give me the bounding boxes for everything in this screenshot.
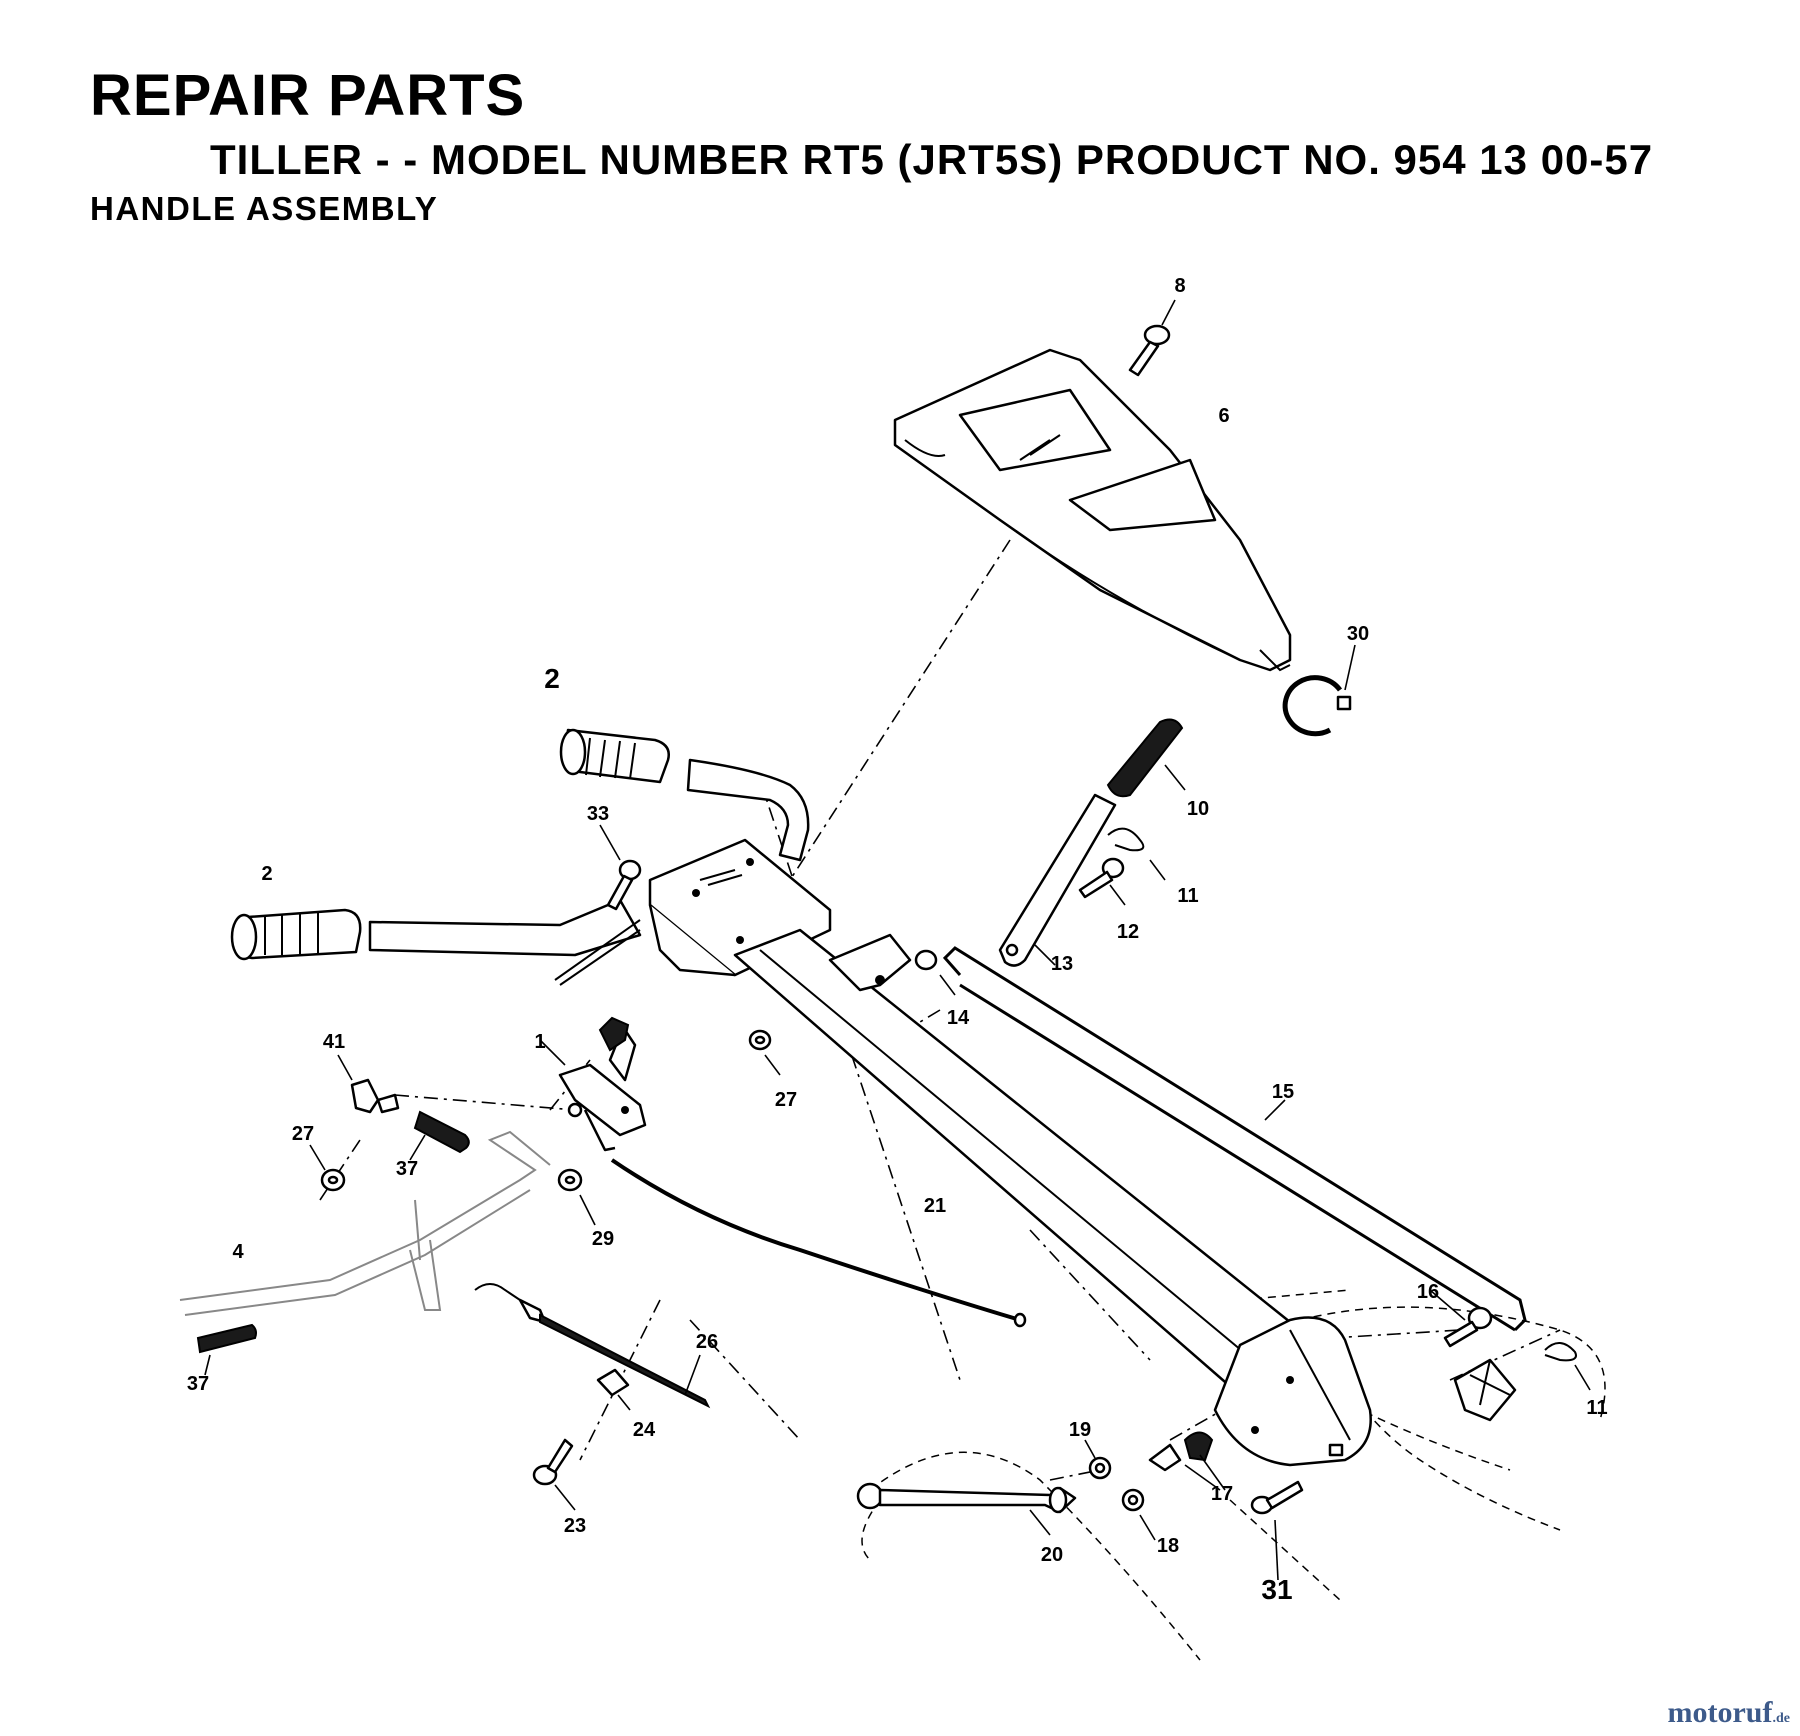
callout-33: 33 xyxy=(587,803,609,825)
callout-4: 4 xyxy=(232,1241,244,1263)
part-17-knob-halves xyxy=(1148,1431,1226,1491)
callout-17: 17 xyxy=(1211,1483,1233,1505)
part-12-bolt xyxy=(1078,857,1126,906)
part-4-frame-bar xyxy=(179,1130,551,1316)
part-1-control-bracket xyxy=(539,1016,647,1152)
callout-24: 24 xyxy=(633,1419,656,1441)
part-37-sleeve-lower xyxy=(196,1323,257,1376)
site-watermark: motoruf.de xyxy=(1668,1696,1790,1730)
callout-27-right: 27 xyxy=(775,1089,797,1111)
callout-labels: 8 6 30 2 10 33 2 11 12 13 14 41 1 27 15 … xyxy=(187,275,1608,1605)
page-title: REPAIR PARTS xyxy=(90,63,526,128)
callout-8: 8 xyxy=(1174,275,1185,297)
part-10-lever-grip xyxy=(1106,718,1186,798)
control-cable xyxy=(610,1158,1027,1328)
part-26-cable xyxy=(474,1283,711,1409)
part-24-cable-clamp xyxy=(596,1368,631,1411)
callout-12: 12 xyxy=(1117,921,1139,943)
callout-23: 23 xyxy=(564,1515,586,1537)
callout-11-upper: 11 xyxy=(1177,885,1198,907)
part-13-lever-arm xyxy=(998,793,1117,967)
part-6-console-shroud xyxy=(893,348,1292,672)
part-31-bolt xyxy=(1250,1480,1304,1581)
part-20-shift-lever xyxy=(856,1482,1077,1536)
section-heading: HANDLE ASSEMBLY xyxy=(90,190,439,227)
part-23-screw xyxy=(532,1438,576,1511)
part-27-nut-left xyxy=(309,1144,346,1192)
part-11-hairpin-clip-lower xyxy=(1453,1342,1591,1422)
callout-6: 6 xyxy=(1218,405,1229,427)
part-37-sleeve-upper xyxy=(409,1110,470,1161)
model-subtitle: TILLER - - MODEL NUMBER RT5 (JRT5S) PROD… xyxy=(210,136,1654,183)
callout-27-left: 27 xyxy=(292,1123,314,1145)
callout-1: 1 xyxy=(534,1031,545,1053)
callout-41: 41 xyxy=(323,1031,345,1053)
part-30-retaining-ring xyxy=(1282,644,1356,737)
callout-14: 14 xyxy=(947,1007,970,1029)
callout-2-upper: 2 xyxy=(544,663,560,694)
callout-16: 16 xyxy=(1417,1281,1439,1303)
callout-29: 29 xyxy=(592,1228,614,1250)
callout-37-upper: 37 xyxy=(396,1158,418,1180)
callout-26: 26 xyxy=(696,1331,718,1353)
callout-15: 15 xyxy=(1272,1081,1294,1103)
callout-37-lower: 37 xyxy=(187,1373,209,1395)
watermark-brand: motoruf xyxy=(1667,1696,1773,1729)
part-14-bushing xyxy=(914,949,956,996)
callout-21: 21 xyxy=(924,1195,946,1217)
callout-13: 13 xyxy=(1051,953,1073,975)
callout-11-lower: 11 xyxy=(1586,1397,1607,1419)
callout-2-lower: 2 xyxy=(261,863,272,885)
part-41-clip xyxy=(337,1054,400,1114)
handle-base-plate xyxy=(1213,1316,1372,1467)
callout-20: 20 xyxy=(1041,1544,1063,1566)
watermark-tld: .de xyxy=(1772,1711,1791,1726)
part-16-bolt xyxy=(1429,1289,1493,1348)
callout-19: 19 xyxy=(1069,1419,1091,1441)
part-29-nut xyxy=(557,1168,596,1226)
callout-30: 30 xyxy=(1347,623,1369,645)
alignment-lines xyxy=(319,539,1561,1481)
part-18-nut xyxy=(1121,1488,1156,1541)
part-19-washer xyxy=(1084,1439,1112,1480)
part-15-shift-rod xyxy=(942,946,1527,1332)
callout-18: 18 xyxy=(1157,1535,1179,1557)
callout-10: 10 xyxy=(1187,798,1209,820)
part-33-bolt xyxy=(599,824,642,911)
part-27-nut-right xyxy=(748,1029,781,1076)
part-8-screw xyxy=(1128,299,1176,377)
part-11-hairpin-clip xyxy=(1107,827,1166,881)
part-2-upper-grip xyxy=(559,728,810,862)
part-21-handle-tube xyxy=(733,928,1302,1397)
callout-31: 31 xyxy=(1261,1574,1292,1605)
part-2-lower-grip xyxy=(230,898,642,961)
